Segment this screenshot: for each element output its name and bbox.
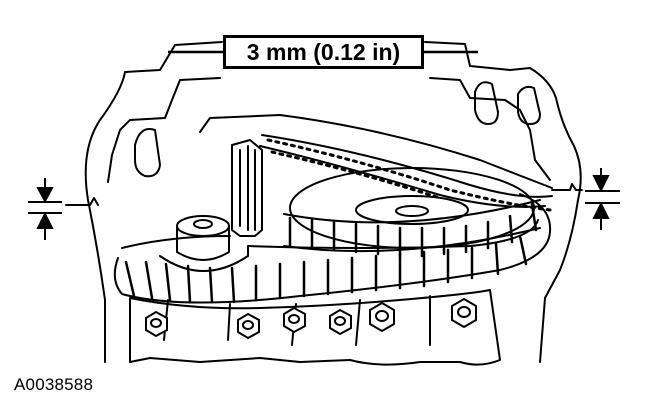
- block-left-boss: [134, 128, 161, 178]
- hub-flange: [159, 245, 249, 272]
- left-reference-edge: [65, 197, 99, 206]
- right-reference-edge: [551, 183, 583, 191]
- bolt-6: [451, 297, 477, 329]
- block-inner-wall: [107, 77, 551, 183]
- hub-bore: [193, 219, 213, 229]
- bolt-1: [145, 310, 168, 338]
- right-measurement: [585, 168, 620, 230]
- chain-guide-detail: [239, 145, 256, 231]
- lower-crankcase: [129, 289, 501, 366]
- bolt-4: [329, 308, 352, 336]
- timing-chain-upper-links: [288, 202, 538, 258]
- chain-guide: [231, 139, 263, 237]
- cam-sprocket-hub: [395, 205, 429, 217]
- upper-chain-strand-2: [270, 150, 442, 200]
- timing-chain-upper-strand: [283, 199, 541, 253]
- cam-sprocket: [289, 167, 535, 249]
- bolt-5: [369, 301, 395, 333]
- guide-rail-lower: [259, 145, 546, 208]
- hub-body: [176, 225, 230, 261]
- upper-chain-strand: [266, 138, 552, 212]
- cam-sprocket-face: [355, 195, 469, 225]
- figure-id: A0038588: [14, 375, 94, 394]
- timing-chain-links: [124, 234, 528, 304]
- bolt-3: [283, 306, 306, 334]
- bolt-2: [237, 312, 260, 340]
- engine-block-outline: [84, 41, 582, 363]
- block-right-bosses: [474, 81, 541, 125]
- guide-rail-back: [199, 114, 553, 189]
- clearance-label: 3 mm (0.12 in): [246, 38, 401, 65]
- clearance-callout: 3 mm (0.12 in): [223, 35, 424, 69]
- left-measurement: [28, 178, 62, 240]
